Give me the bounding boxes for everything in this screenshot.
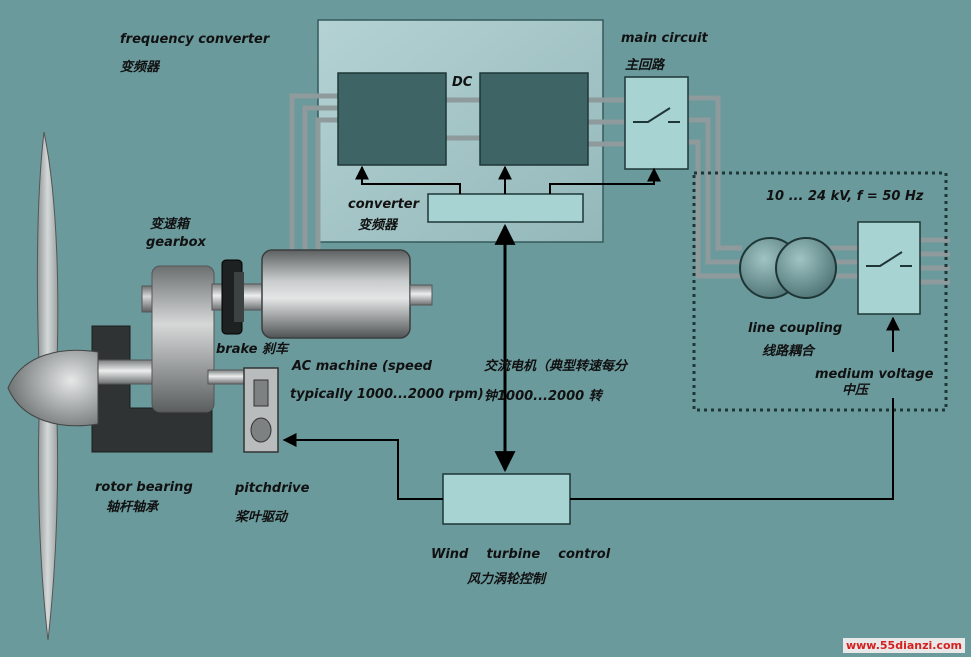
ac-machine-shaft — [409, 284, 433, 306]
inverter-block — [479, 72, 589, 166]
wind-turbine-control-box — [442, 473, 571, 525]
label-wind-turbine-control-cn: 风力涡轮控制 — [467, 572, 546, 587]
label-main-circuit: main circuit — [621, 31, 708, 46]
label-rotor-bearing-cn: 轴杆轴承 — [106, 500, 159, 515]
brake-caliper — [234, 272, 244, 322]
label-brake: brake 刹车 — [216, 342, 289, 357]
label-line-coupling: line coupling — [748, 321, 843, 336]
mv-switch-symbol — [866, 251, 912, 267]
label-gearbox: gearbox — [146, 235, 206, 250]
rectifier-block — [337, 72, 447, 166]
label-main-circuit-cn: 主回路 — [625, 58, 665, 73]
label-pitchdrive-cn: 桨叶驱动 — [235, 510, 288, 525]
nose-cone — [7, 349, 99, 427]
mv-switch — [857, 221, 921, 315]
medium-voltage-box — [692, 171, 948, 412]
label-medium-voltage: medium voltage — [815, 367, 934, 382]
watermark: www.55dianzi.com — [842, 638, 965, 653]
label-ac-machine-1: AC machine (speed — [292, 359, 432, 374]
label-pitchdrive: pitchdrive — [235, 481, 310, 496]
pitch-control-arrow — [282, 433, 443, 500]
pitchdrive-slot — [253, 379, 269, 407]
converter-control-bar — [427, 193, 584, 223]
transformer-coil-right — [775, 237, 837, 299]
label-voltage-spec: 10 ... 24 kV, f = 50 Hz — [766, 189, 924, 204]
label-frequency-converter-cn: 变频器 — [120, 60, 160, 75]
label-frequency-converter: frequency converter — [120, 32, 270, 47]
label-rotor-bearing: rotor bearing — [95, 480, 193, 495]
label-ac-machine-cn-2: 钟1000...2000 转 — [484, 389, 602, 404]
label-gearbox-cn: 变速箱 — [150, 217, 190, 232]
label-converter: converter — [348, 197, 420, 212]
label-ac-machine-cn-1: 交流电机（典型转速每分 — [484, 359, 628, 374]
converter-control-arrows — [355, 165, 661, 194]
ac-machine — [261, 249, 411, 339]
label-converter-cn: 变频器 — [358, 218, 398, 233]
pitchdrive-shaft — [207, 369, 247, 385]
label-wind-turbine-control: Wind turbine control — [431, 547, 611, 562]
main-switch-symbol — [633, 107, 680, 123]
mv-control-line — [570, 398, 894, 500]
label-line-coupling-cn: 线路耦合 — [762, 344, 815, 359]
label-medium-voltage-cn: 中压 — [842, 383, 869, 398]
gearbox-body — [151, 265, 215, 413]
label-dc: DC — [452, 75, 473, 90]
pitchdrive-knob — [250, 417, 272, 443]
label-ac-machine-2: typically 1000...2000 rpm) — [290, 387, 484, 402]
